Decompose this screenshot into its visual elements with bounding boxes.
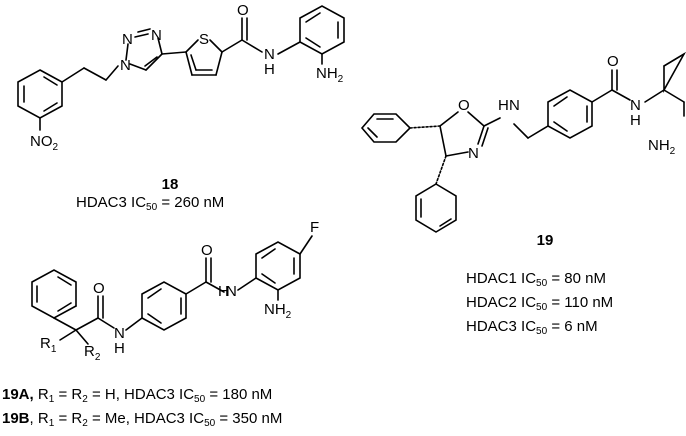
compound-19-activity-hdac3: HDAC3 IC50 = 6 nM [466, 318, 598, 337]
linker-n-label: N [509, 97, 520, 114]
triazole-n1-label: N [120, 57, 131, 74]
amide-n-label: N [264, 46, 275, 63]
r1-label: R1 [40, 335, 57, 355]
fluoro-label: F [310, 219, 319, 236]
compound-19-activity-hdac1: HDAC1 IC50 = 80 nM [466, 270, 606, 289]
compound-19a-caption: 19A, R1 = R2 = H, HDAC3 IC50 = 180 nM [2, 386, 273, 405]
compound-19-activity-hdac2: HDAC2 IC50 = 110 nM [466, 294, 614, 313]
amide-n-label-19: N [630, 97, 641, 114]
carbonyl-o-label-19: O [607, 53, 619, 70]
amine-label: NH2 [316, 65, 344, 85]
r2-label: R2 [84, 343, 101, 363]
amide-h2-label: H [218, 283, 229, 300]
carbonyl-o1-label: O [93, 280, 105, 297]
amide-n2-label: N [226, 283, 237, 300]
amide-h-label: H [264, 61, 275, 78]
oxazoline-n-label: N [468, 145, 479, 162]
thiophene-s-label: S [199, 31, 209, 48]
compound-18-activity: HDAC3 IC50 = 260 nM [76, 194, 225, 213]
amine-label-19: NH2 [648, 137, 676, 157]
carbonyl-o-label: O [237, 2, 249, 19]
amide-h1-label: H [114, 340, 125, 357]
compound-19ab-structure: R1 R2 O N H O N H F NH2 [31, 219, 319, 363]
compound-18-id: 18 [161, 176, 179, 193]
compound-19-id: 19 [536, 232, 554, 249]
oxazoline-o-label: O [458, 97, 470, 114]
compound-18-structure: N N N S O N H NH2 NO2 [17, 2, 345, 153]
amine-label-19ab: NH2 [264, 301, 292, 321]
triazole-n3-label: N [151, 27, 162, 44]
compound-19b-caption: 19B, R1 = R2 = Me, HDAC3 IC50 = 350 nM [2, 410, 283, 429]
amide-h-label-19: H [630, 112, 641, 129]
compound-19-structure: O N H N O N H NH2 [360, 51, 686, 233]
amide-n1-label: N [114, 325, 125, 342]
carbonyl-o2-label: O [201, 242, 213, 259]
nitro-label: NO2 [30, 133, 59, 153]
triazole-n2-label: N [122, 31, 133, 48]
linker-h-label: H [498, 97, 509, 114]
